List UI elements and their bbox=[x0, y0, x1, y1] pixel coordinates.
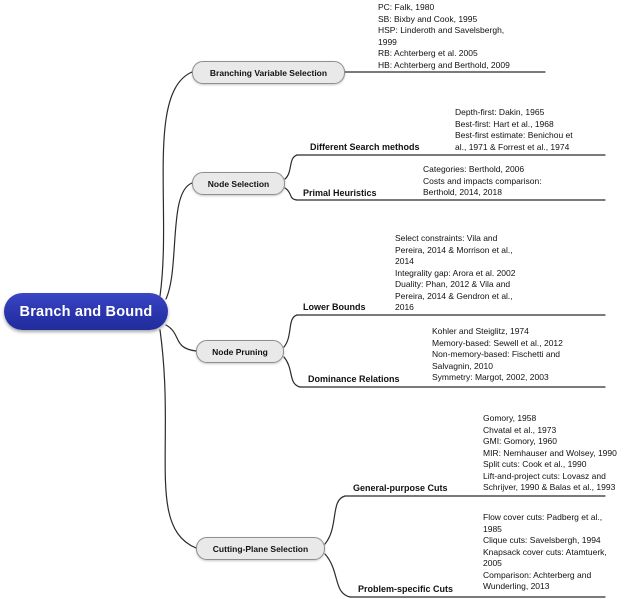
root-node-branch-and-bound: Branch and Bound bbox=[4, 293, 168, 330]
branch-box-node-pruning: Node Pruning bbox=[196, 340, 284, 363]
connector-node-selection-to-different-search-methods bbox=[284, 154, 298, 180]
branch-box-cutting-plane-selection: Cutting-Plane Selection bbox=[196, 537, 325, 560]
subtopic-primal-heuristics: Primal Heuristics bbox=[303, 188, 377, 198]
subtopic-dominance-relations: Dominance Relations bbox=[308, 374, 400, 384]
connector-cutting-plane-to-general-purpose-cuts bbox=[324, 495, 346, 545]
connector-cutting-plane-to-problem-specific-cuts bbox=[324, 553, 351, 598]
subtopic-lower-bounds: Lower Bounds bbox=[303, 302, 366, 312]
citations-branching-variable-selection: PC: Falk, 1980 SB: Bixby and Cook, 1995 … bbox=[378, 2, 510, 70]
citations-problem-specific-cuts: Flow cover cuts: Padberg et al., 1985 Cl… bbox=[483, 512, 607, 591]
connector-root-to-branching-variable-selection bbox=[159, 71, 193, 297]
branch-box-branching-variable-selection: Branching Variable Selection bbox=[192, 61, 345, 84]
connector-node-selection-to-primal-heuristics bbox=[284, 187, 298, 201]
subtopic-different-search-methods: Different Search methods bbox=[310, 142, 420, 152]
connector-root-to-node-selection bbox=[165, 182, 193, 300]
connector-node-pruning-to-lower-bounds bbox=[283, 314, 298, 348]
connector-root-to-node-pruning bbox=[165, 324, 197, 352]
connector-node-pruning-to-dominance-relations bbox=[283, 356, 301, 388]
citations-different-search-methods: Depth-first: Dakin, 1965 Best-first: Har… bbox=[455, 107, 573, 152]
connector-root-to-cutting-plane-selection bbox=[159, 329, 197, 549]
citations-general-purpose-cuts: Gomory, 1958 Chvatal et al., 1973 GMI: G… bbox=[483, 413, 617, 492]
citations-primal-heuristics: Categories: Berthold, 2006 Costs and imp… bbox=[423, 164, 542, 197]
subtopic-general-purpose-cuts: General-purpose Cuts bbox=[353, 483, 448, 493]
citations-lower-bounds: Select constraints: Vila and Pereira, 20… bbox=[395, 233, 516, 312]
citations-dominance-relations: Kohler and Steiglitz, 1974 Memory-based:… bbox=[432, 326, 563, 382]
branch-box-node-selection: Node Selection bbox=[192, 172, 285, 195]
subtopic-problem-specific-cuts: Problem-specific Cuts bbox=[358, 584, 454, 594]
